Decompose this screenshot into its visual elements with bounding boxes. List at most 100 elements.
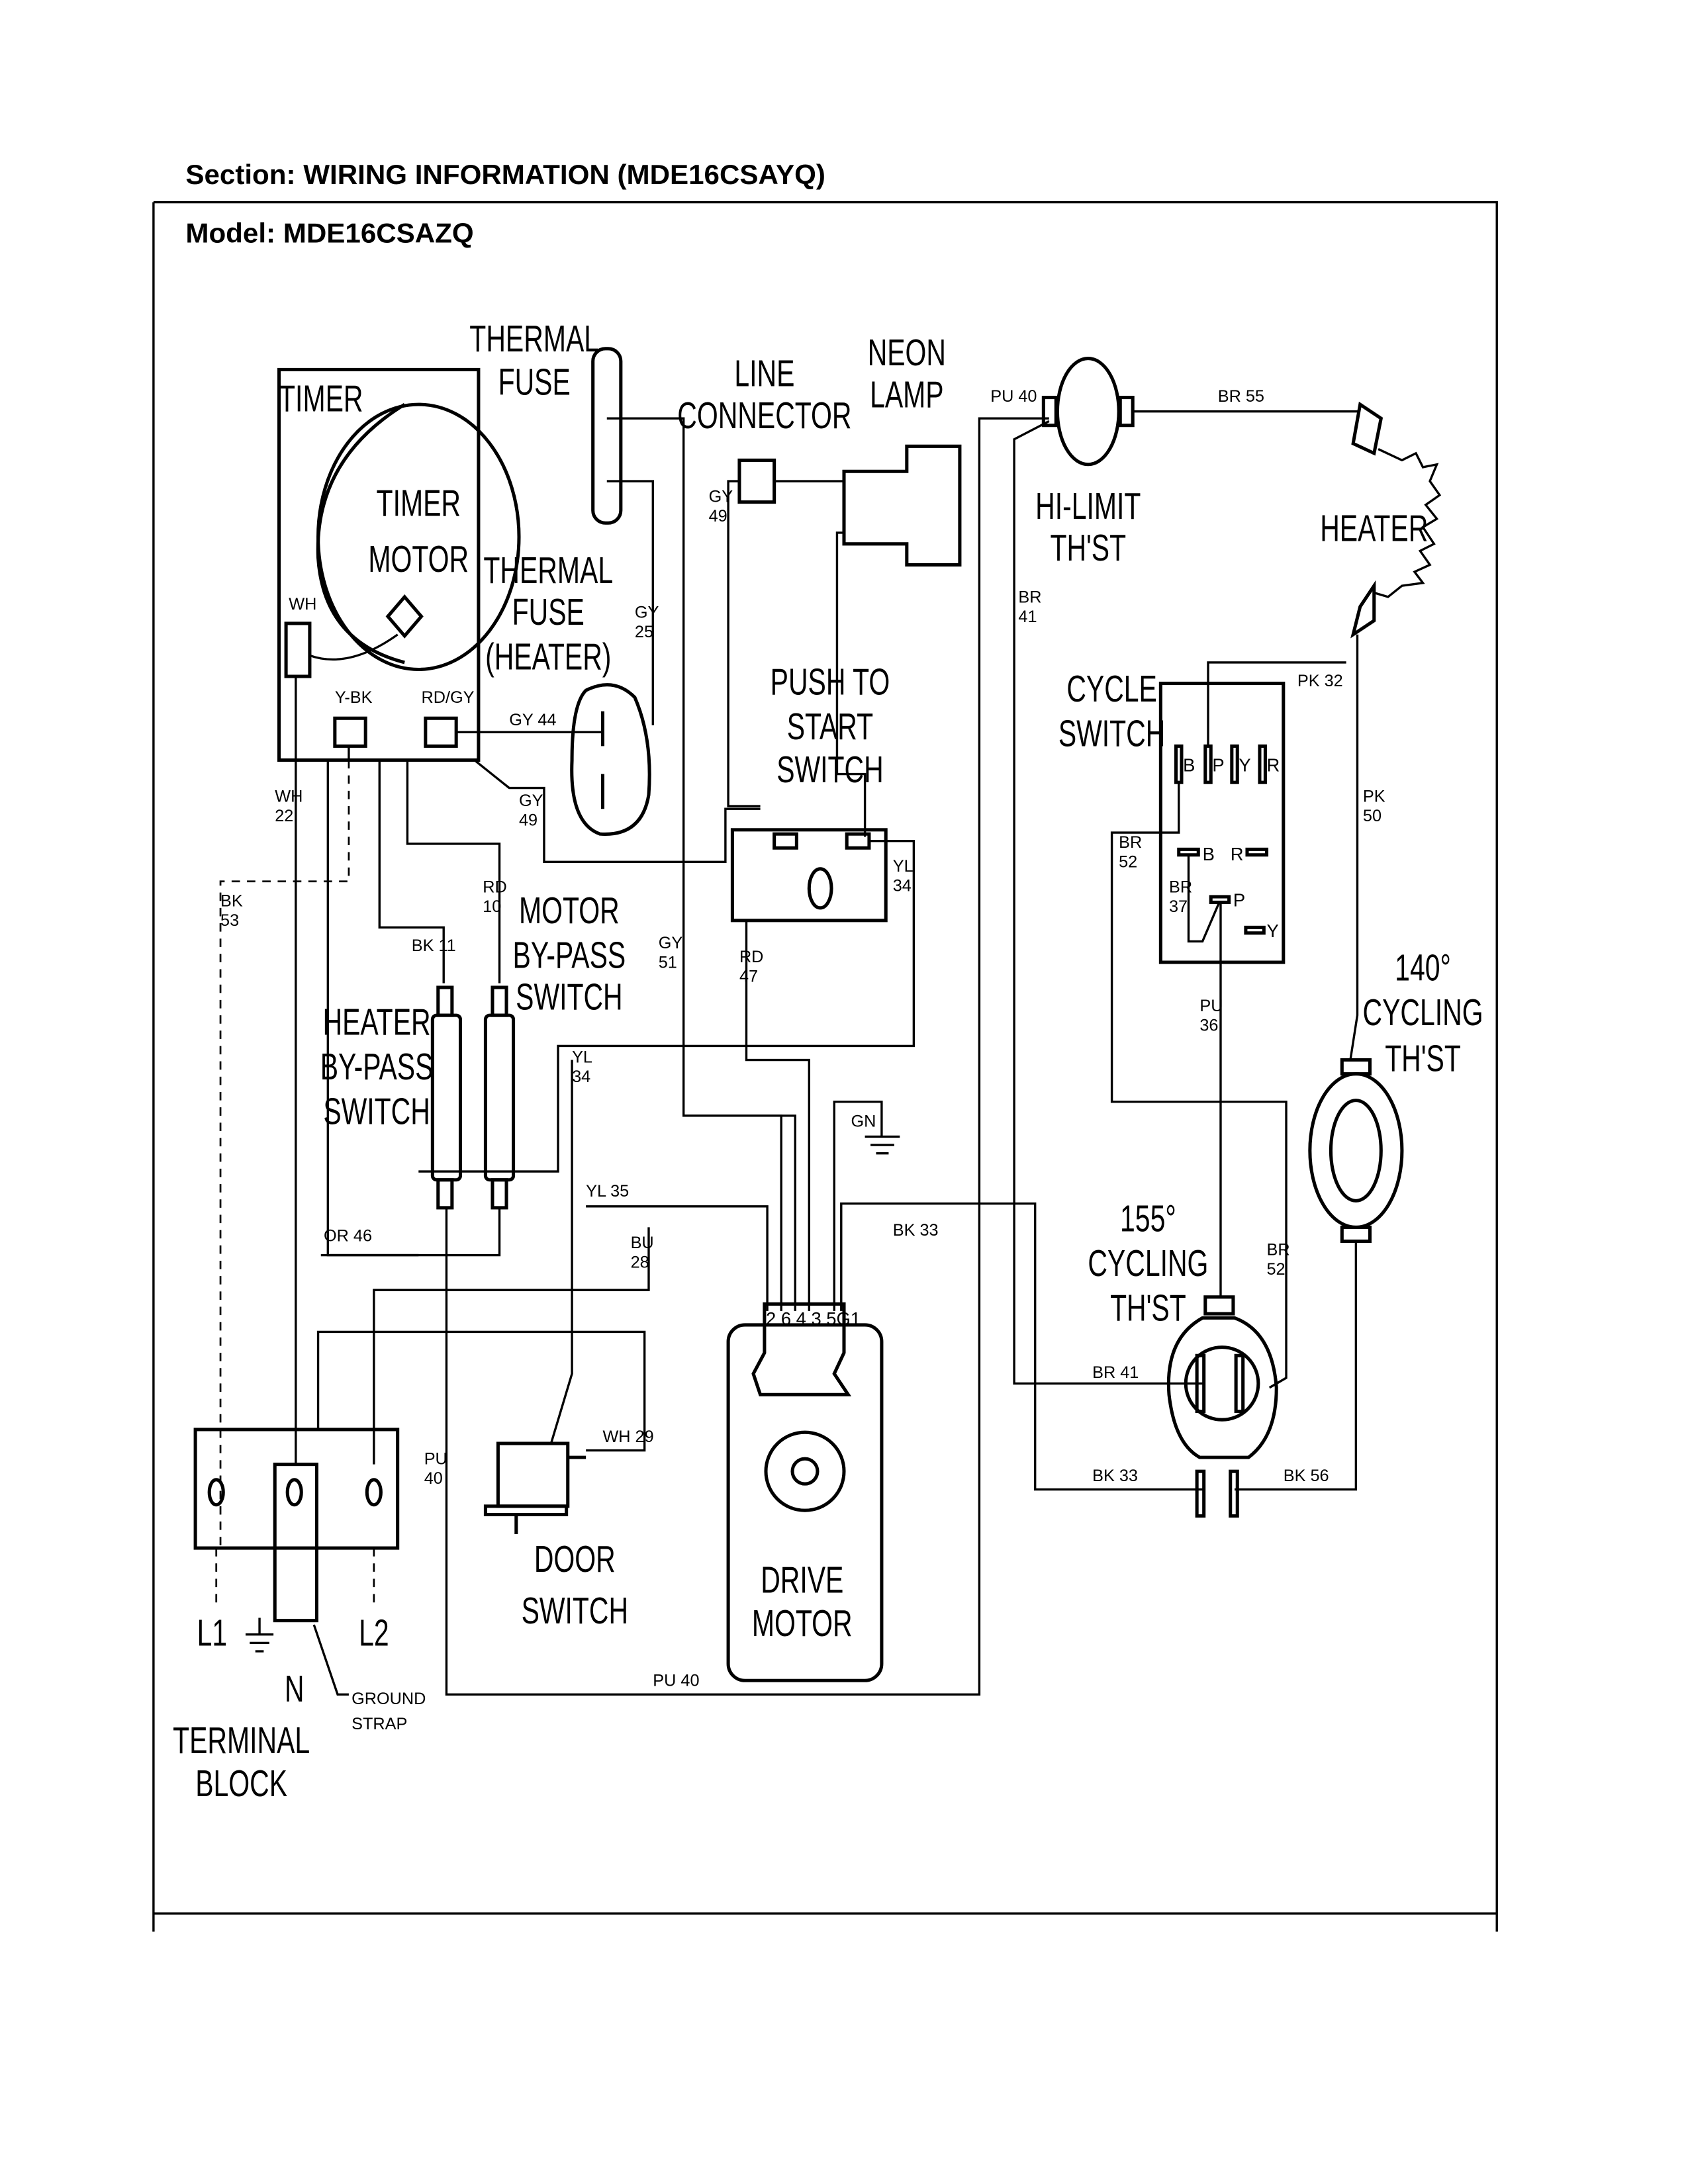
cycle-switch-label: SWITCH	[1058, 712, 1165, 754]
pin-label: P	[1233, 890, 1245, 911]
wire-label: 34	[572, 1068, 590, 1086]
pin-label: P	[1212, 754, 1224, 775]
heater-bypass-label: BY-PASS	[320, 1046, 434, 1088]
wire-label: YL	[572, 1048, 592, 1067]
drive-motor-label: DRIVE	[761, 1559, 843, 1602]
door-switch: DOOR SWITCH	[483, 1441, 628, 1632]
pin-label: Y-BK	[335, 688, 373, 707]
wire-label: BU	[631, 1234, 654, 1252]
pin-label: B	[1203, 844, 1215, 864]
wire-label: 49	[519, 811, 538, 830]
wire-label: PU 40	[653, 1672, 699, 1690]
terminal-n: N	[285, 1668, 305, 1710]
wire-label: WH 29	[602, 1428, 653, 1446]
push-to-start-label: SWITCH	[776, 749, 883, 791]
cycling-155-label: CYCLING	[1088, 1242, 1208, 1285]
push-to-start-label: START	[787, 705, 873, 748]
wire-label: PK 32	[1297, 672, 1343, 690]
wire-label: 47	[739, 968, 758, 986]
wire-label: BR	[1119, 833, 1142, 852]
wire-label: WH	[275, 788, 303, 806]
terminal-block-label: TERMINAL	[173, 1719, 310, 1762]
cycle-switch-label: CYCLE	[1066, 668, 1157, 710]
wire-label: 22	[275, 807, 293, 825]
cycling-140-label: CYCLING	[1362, 991, 1483, 1034]
wire-label: BK	[220, 892, 243, 911]
wire-label: 25	[635, 623, 653, 641]
wire-label: OR 46	[324, 1226, 372, 1245]
cycling-thermostat-155: 155° CYCLING TH'ST	[1088, 1198, 1278, 1518]
wire-label: 52	[1267, 1260, 1286, 1279]
motor-bypass-switch: MOTOR BY-PASS SWITCH	[483, 889, 626, 1210]
drive-motor: 2 6 4 3 5G1 DRIVE MOTOR	[726, 1302, 884, 1682]
motor-bypass-label: SWITCH	[516, 976, 622, 1019]
wire-label: BR	[1018, 588, 1041, 606]
pin-label: WH	[289, 595, 316, 614]
wire-label: GY	[635, 604, 659, 622]
hi-limit-thermostat: HI-LIMIT TH'ST	[1035, 357, 1141, 569]
cycling-140-label: 140°	[1395, 946, 1451, 989]
cycling-thermostat-140: 140° CYCLING TH'ST	[1308, 946, 1483, 1244]
heater-bypass-label: HEATER	[323, 1001, 431, 1044]
thermal-fuse: THERMAL FUSE	[469, 318, 782, 1311]
page-frame	[152, 201, 1498, 1932]
neon-lamp: NEON LAMP	[842, 332, 962, 567]
wire-label: 49	[709, 507, 727, 525]
wire-label: BR 41	[1092, 1363, 1139, 1382]
model-title: Model: MDE16CSAZQ	[185, 218, 473, 249]
ground-strap-label: STRAP	[352, 1715, 407, 1733]
heater-bypass-label: SWITCH	[323, 1090, 430, 1132]
wire-label: PK	[1363, 788, 1385, 806]
wire-label: RD	[739, 948, 764, 966]
cycling-155-label: 155°	[1120, 1198, 1176, 1240]
wire-label: PU	[424, 1450, 447, 1469]
pin-label: R	[1267, 754, 1280, 775]
pin-label: RD/GY	[421, 688, 474, 707]
motor-bypass-label: BY-PASS	[513, 934, 626, 976]
heater: HEATER	[1320, 401, 1442, 639]
drive-motor-label: MOTOR	[752, 1602, 853, 1645]
push-to-start-label: PUSH TO	[771, 660, 890, 703]
wire-label: GY	[709, 488, 733, 506]
wire-label: PU	[1199, 997, 1223, 1015]
wire-label: BK 56	[1284, 1467, 1329, 1485]
thermal-fuse-heater-label: (HEATER)	[485, 635, 611, 678]
neon-lamp-label: NEON	[868, 332, 946, 374]
wire-label: GY 44	[509, 711, 556, 729]
push-to-start-switch: PUSH TO START SWITCH	[730, 660, 890, 923]
wire-label: BK 11	[412, 936, 456, 955]
wire-label: GN	[851, 1113, 876, 1131]
wire-label: 50	[1363, 807, 1382, 825]
line-connector: LINE CONNECTOR	[677, 353, 851, 504]
ground-icon	[245, 1617, 274, 1653]
wire-labels: GY 25 GY 44 GY 49 GY 49 WH 22 BK 53 RD 1…	[220, 387, 1385, 1690]
terminal-l2: L2	[359, 1612, 389, 1655]
ground-icon	[865, 1135, 900, 1155]
wire-label: BR	[1169, 878, 1192, 897]
thermal-fuse-heater-label: THERMAL	[483, 549, 613, 592]
wire-label: BK 33	[893, 1221, 939, 1240]
wire-label: 53	[220, 911, 239, 930]
wire-label: 37	[1169, 897, 1188, 916]
neon-lamp-label: LAMP	[870, 373, 943, 416]
wire-label: RD	[483, 878, 507, 897]
door-switch-label: SWITCH	[522, 1590, 628, 1632]
cycling-155-label: TH'ST	[1110, 1287, 1186, 1330]
wire-label: PU 40	[990, 387, 1037, 406]
wire-label: GY	[519, 792, 543, 810]
terminal-block: L1 L2 N GROUND STRAP TERMINAL BLOCK	[173, 1428, 426, 1805]
timer-label: TIMER	[279, 378, 363, 420]
wire-label: BR 55	[1218, 387, 1264, 406]
cycle-switch: CYCLE SWITCH B P Y R B R P Y	[1058, 668, 1286, 964]
pin-label: B	[1183, 754, 1195, 775]
heater-bypass-switch: HEATER BY-PASS SWITCH	[320, 985, 463, 1210]
wire-label: YL	[893, 857, 914, 876]
hi-limit-label: HI-LIMIT	[1035, 485, 1141, 527]
cycling-140-label: TH'ST	[1385, 1037, 1461, 1079]
terminal-block-label: BLOCK	[195, 1762, 287, 1805]
wire-label: 10	[483, 897, 501, 916]
line-connector-label: LINE	[734, 353, 794, 395]
pin-label: Y	[1239, 754, 1250, 775]
wire-label: BK 33	[1092, 1467, 1138, 1485]
